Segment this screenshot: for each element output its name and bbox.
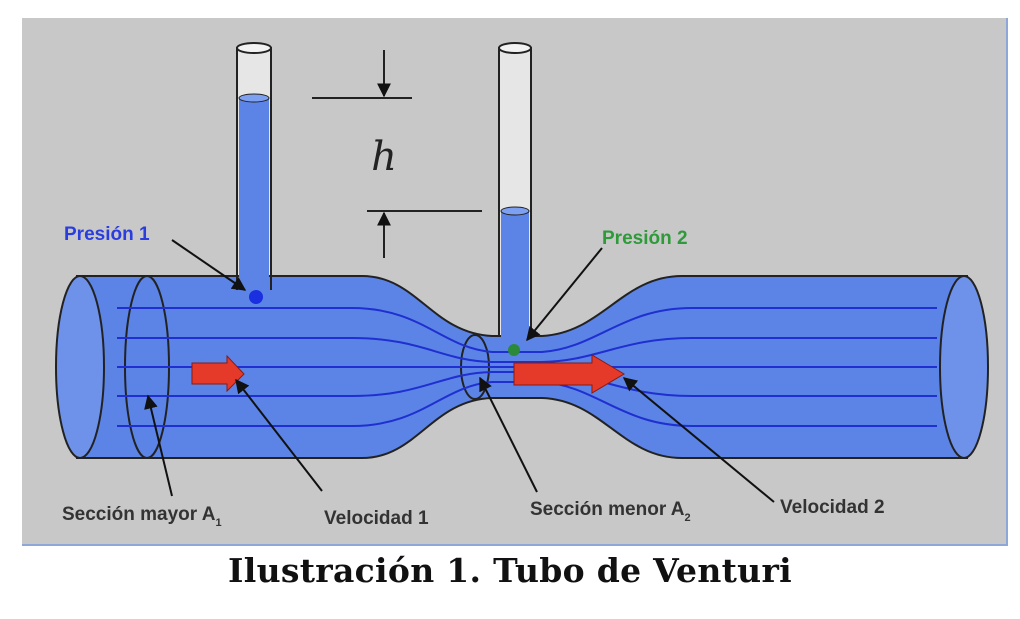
velocity-1-label: Velocidad 1 <box>324 508 429 529</box>
height-dimension <box>312 50 482 258</box>
manometer-tube-1 <box>236 42 272 295</box>
pressure-1-dot <box>249 290 263 304</box>
manometer-tube-2 <box>498 42 532 351</box>
figure-caption: Ilustración 1. Tubo de Venturi <box>228 551 792 590</box>
velocity-2-label: Velocidad 2 <box>780 497 885 518</box>
venturi-svg: h Presión 1 Presión 2 Velocidad 1 Veloci… <box>55 42 989 529</box>
section-major-label: Sección mayor A1 <box>62 504 222 529</box>
pipe-outlet <box>939 275 989 459</box>
venturi-diagram: h Presión 1 Presión 2 Velocidad 1 Veloci… <box>22 18 1008 546</box>
height-label: h <box>371 134 397 180</box>
pipe-inlet <box>55 275 105 459</box>
pressure-2-dot <box>508 344 520 356</box>
leader-lines <box>144 239 775 503</box>
velocity-2-arrow <box>513 354 625 394</box>
pressure-2-label: Presión 2 <box>602 228 688 249</box>
section-minor-label: Sección menor A2 <box>530 499 691 524</box>
pressure-1-label: Presión 1 <box>64 224 150 245</box>
